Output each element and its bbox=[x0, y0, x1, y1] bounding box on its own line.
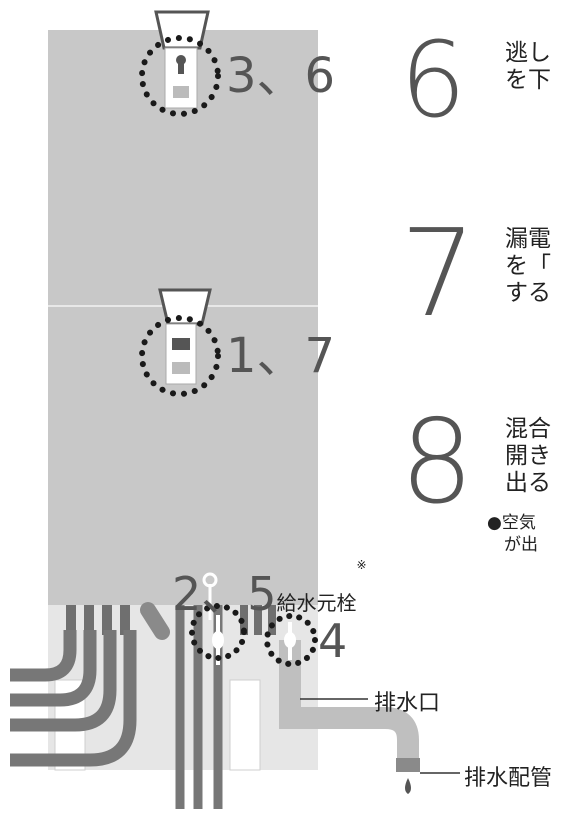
supply-valve-dot-ring bbox=[189, 603, 247, 661]
step-7-text: 漏電 を「 する bbox=[505, 226, 551, 306]
step-8-text: 混合 開き 出る bbox=[505, 416, 551, 496]
small-valve-handle bbox=[140, 602, 170, 640]
drain-pipe bbox=[279, 640, 419, 760]
step-8-note: ●空気 が出 bbox=[487, 513, 538, 555]
step-6-number: 6 bbox=[400, 19, 467, 141]
drain-outlet-label: 排水口 bbox=[374, 691, 441, 716]
drain-plug-callout: 4 bbox=[318, 614, 348, 668]
water-supply-callout: 2、5給水元栓 ※ bbox=[172, 558, 367, 624]
drain-pipe-label: 排水配管 bbox=[464, 766, 553, 791]
top-valve-callout: 3、6 bbox=[226, 48, 336, 104]
mid-valve-callout: 1、7 bbox=[226, 328, 336, 384]
water-drop bbox=[405, 778, 411, 794]
water-supply-label: 給水元栓 bbox=[276, 591, 357, 615]
water-supply-mark: ※ bbox=[356, 558, 367, 572]
step-6-text: 逃し を下 bbox=[505, 40, 551, 93]
water-supply-nums: 2、5 bbox=[172, 567, 277, 621]
mid-valve-dot-ring bbox=[139, 315, 221, 397]
step-7-number: 7 bbox=[400, 205, 477, 344]
top-valve-dot-ring bbox=[139, 35, 221, 117]
leakage-breaker bbox=[158, 288, 212, 385]
left-bent-pipes bbox=[10, 630, 137, 767]
step-8-number: 8 bbox=[400, 395, 474, 530]
drain-plug bbox=[284, 622, 296, 660]
drain-plug-dot-ring bbox=[264, 613, 318, 667]
drain-pipe-end bbox=[396, 758, 420, 772]
